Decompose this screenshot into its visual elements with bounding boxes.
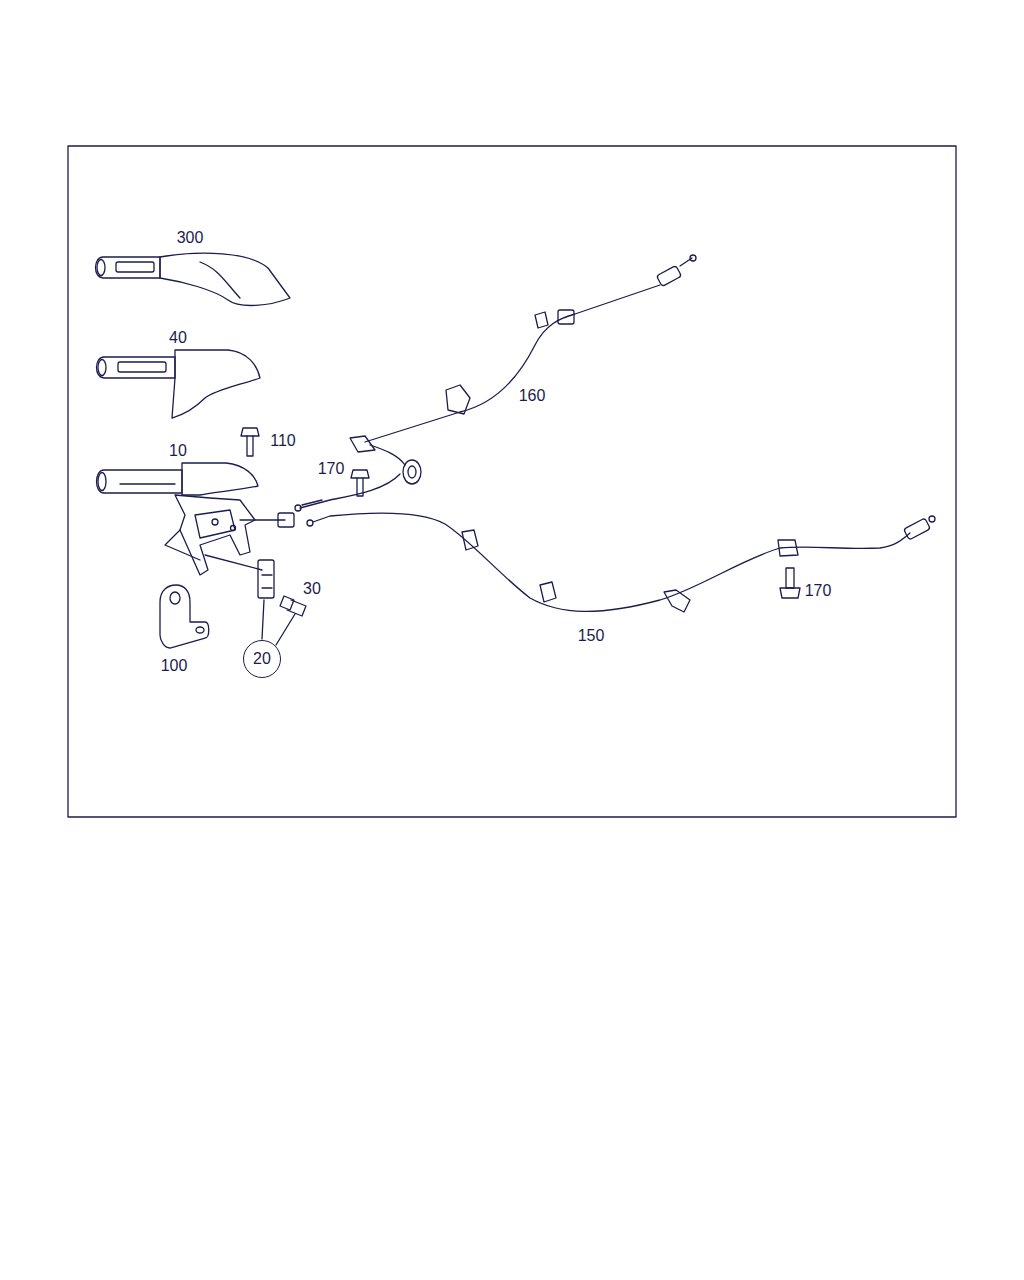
bolt (780, 568, 800, 598)
brake-cable (307, 513, 935, 612)
bolt (351, 470, 369, 496)
bolt (280, 596, 306, 616)
handle-cover (97, 350, 261, 418)
leader-line (276, 614, 295, 645)
leader-line (262, 600, 264, 639)
callout-number: 30 (302, 580, 322, 598)
callout-number: 170 (804, 582, 833, 600)
callout-number: 100 (160, 657, 189, 675)
callout-number: 110 (269, 432, 297, 450)
callout-circle: 20 (243, 640, 281, 678)
bolt (241, 428, 259, 456)
parking-brake-lever (97, 463, 295, 598)
callout-number: 20 (253, 650, 271, 668)
handle-cover (96, 253, 291, 305)
callout-number: 150 (577, 627, 606, 645)
callout-number: 170 (317, 460, 346, 478)
callout-number: 10 (168, 442, 188, 460)
callout-number: 40 (168, 329, 188, 347)
callout-number: 300 (176, 229, 205, 247)
brake-cable (295, 255, 696, 511)
frame (68, 146, 956, 817)
callout-number: 160 (518, 387, 547, 405)
mounting-bracket (160, 585, 209, 648)
